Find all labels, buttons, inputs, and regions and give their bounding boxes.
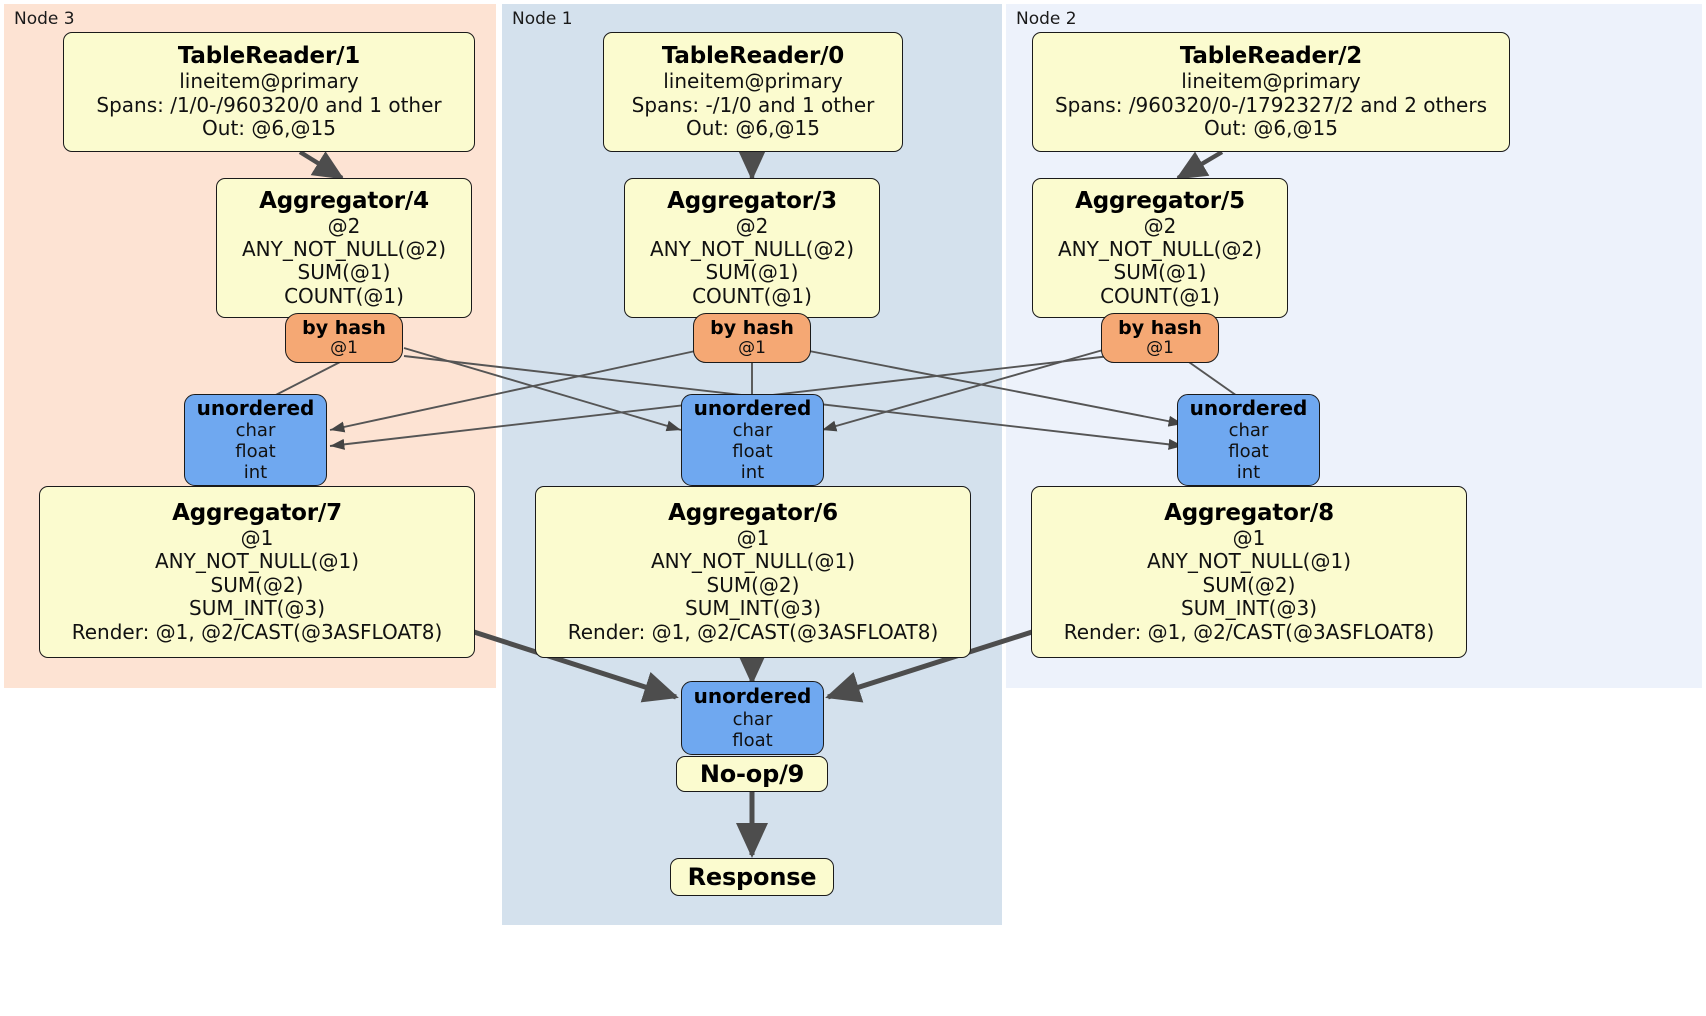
- aggregator-7-group: @1: [240, 525, 274, 550]
- tablereader-1-source: lineitem@primary: [179, 69, 359, 94]
- stream-unordered-right-type-3: int: [1236, 462, 1261, 484]
- processor-tablereader-0[interactable]: TableReader/0 lineitem@primary Spans: -/…: [603, 32, 903, 152]
- tablereader-0-out: Out: @6,@15: [686, 116, 820, 141]
- stream-unordered-center-title: unordered: [693, 395, 812, 420]
- tablereader-1-title: TableReader/1: [177, 43, 361, 70]
- processor-tablereader-2[interactable]: TableReader/2 lineitem@primary Spans: /9…: [1032, 32, 1510, 152]
- stream-unordered-left-type-2: float: [235, 441, 276, 463]
- processor-aggregator-5[interactable]: Aggregator/5 @2 ANY_NOT_NULL(@2) SUM(@1)…: [1032, 178, 1288, 318]
- aggregator-8-func-3: SUM_INT(@3): [1181, 596, 1317, 621]
- stream-unordered-right-title: unordered: [1189, 395, 1308, 420]
- noop-9-title: No-op/9: [699, 759, 805, 788]
- router-by-hash-left-title: by hash: [302, 316, 386, 339]
- stream-unordered-center-type-3: int: [740, 462, 765, 484]
- stream-unordered-center[interactable]: unordered char float int: [681, 394, 824, 486]
- aggregator-3-group: @2: [735, 213, 769, 238]
- router-by-hash-center[interactable]: by hash @1: [693, 313, 811, 363]
- router-by-hash-left-column: @1: [330, 338, 358, 359]
- aggregator-7-func-3: SUM_INT(@3): [189, 596, 325, 621]
- region-node-2-label: Node 2: [1016, 9, 1077, 29]
- stream-unordered-left[interactable]: unordered char float int: [184, 394, 327, 486]
- stream-unordered-final-type-2: float: [732, 729, 773, 751]
- aggregator-8-render: Render: @1, @2/CAST(@3ASFLOAT8): [1063, 619, 1435, 644]
- aggregator-8-group: @1: [1232, 525, 1266, 550]
- region-node-1-label: Node 1: [512, 9, 573, 29]
- aggregator-8-func-2: SUM(@2): [1202, 572, 1296, 597]
- aggregator-3-func-3: COUNT(@1): [692, 283, 812, 308]
- stream-unordered-right-type-2: float: [1228, 441, 1269, 463]
- processor-aggregator-8[interactable]: Aggregator/8 @1 ANY_NOT_NULL(@1) SUM(@2)…: [1031, 486, 1467, 658]
- tablereader-0-spans: Spans: -/1/0 and 1 other: [631, 92, 875, 117]
- router-by-hash-center-title: by hash: [710, 316, 794, 339]
- aggregator-6-func-2: SUM(@2): [706, 572, 800, 597]
- processor-response[interactable]: Response: [670, 858, 834, 896]
- stream-unordered-center-type-1: char: [732, 420, 773, 442]
- aggregator-6-func-3: SUM_INT(@3): [685, 596, 821, 621]
- aggregator-5-group: @2: [1143, 213, 1177, 238]
- aggregator-3-func-1: ANY_NOT_NULL(@2): [650, 237, 854, 262]
- aggregator-4-title: Aggregator/4: [259, 187, 429, 214]
- tablereader-2-out: Out: @6,@15: [1204, 116, 1338, 141]
- processor-aggregator-6[interactable]: Aggregator/6 @1 ANY_NOT_NULL(@1) SUM(@2)…: [535, 486, 971, 658]
- stream-unordered-final[interactable]: unordered char float: [681, 681, 824, 755]
- aggregator-4-func-3: COUNT(@1): [284, 283, 404, 308]
- stream-unordered-final-title: unordered: [693, 684, 812, 709]
- aggregator-8-func-1: ANY_NOT_NULL(@1): [1147, 549, 1351, 574]
- aggregator-6-func-1: ANY_NOT_NULL(@1): [651, 549, 855, 574]
- aggregator-3-func-2: SUM(@1): [705, 260, 799, 285]
- aggregator-6-title: Aggregator/6: [668, 500, 838, 527]
- aggregator-7-title: Aggregator/7: [172, 500, 342, 527]
- tablereader-1-spans: Spans: /1/0-/960320/0 and 1 other: [96, 92, 442, 117]
- tablereader-0-source: lineitem@primary: [663, 69, 843, 94]
- processor-tablereader-1[interactable]: TableReader/1 lineitem@primary Spans: /1…: [63, 32, 475, 152]
- router-by-hash-center-column: @1: [738, 338, 766, 359]
- router-by-hash-right-column: @1: [1146, 338, 1174, 359]
- processor-aggregator-4[interactable]: Aggregator/4 @2 ANY_NOT_NULL(@2) SUM(@1)…: [216, 178, 472, 318]
- aggregator-5-title: Aggregator/5: [1075, 187, 1245, 214]
- router-by-hash-right[interactable]: by hash @1: [1101, 313, 1219, 363]
- aggregator-8-title: Aggregator/8: [1164, 500, 1334, 527]
- router-by-hash-left[interactable]: by hash @1: [285, 313, 403, 363]
- stream-unordered-right-type-1: char: [1228, 420, 1269, 442]
- stream-unordered-left-title: unordered: [196, 395, 315, 420]
- response-title: Response: [687, 862, 817, 891]
- aggregator-6-render: Render: @1, @2/CAST(@3ASFLOAT8): [567, 619, 939, 644]
- processor-aggregator-3[interactable]: Aggregator/3 @2 ANY_NOT_NULL(@2) SUM(@1)…: [624, 178, 880, 318]
- aggregator-5-func-1: ANY_NOT_NULL(@2): [1058, 237, 1262, 262]
- processor-aggregator-7[interactable]: Aggregator/7 @1 ANY_NOT_NULL(@1) SUM(@2)…: [39, 486, 475, 658]
- aggregator-6-group: @1: [736, 525, 770, 550]
- tablereader-2-title: TableReader/2: [1179, 43, 1363, 70]
- aggregator-7-render: Render: @1, @2/CAST(@3ASFLOAT8): [71, 619, 443, 644]
- stream-unordered-left-type-3: int: [243, 462, 268, 484]
- aggregator-4-group: @2: [327, 213, 361, 238]
- aggregator-7-func-2: SUM(@2): [210, 572, 304, 597]
- router-by-hash-right-title: by hash: [1118, 316, 1202, 339]
- stream-unordered-left-type-1: char: [235, 420, 276, 442]
- aggregator-3-title: Aggregator/3: [667, 187, 837, 214]
- tablereader-2-source: lineitem@primary: [1181, 69, 1361, 94]
- region-node-3-label: Node 3: [14, 9, 75, 29]
- aggregator-4-func-2: SUM(@1): [297, 260, 391, 285]
- tablereader-1-out: Out: @6,@15: [202, 116, 336, 141]
- aggregator-5-func-2: SUM(@1): [1113, 260, 1207, 285]
- stream-unordered-right[interactable]: unordered char float int: [1177, 394, 1320, 486]
- aggregator-7-func-1: ANY_NOT_NULL(@1): [155, 549, 359, 574]
- aggregator-5-func-3: COUNT(@1): [1100, 283, 1220, 308]
- aggregator-4-func-1: ANY_NOT_NULL(@2): [242, 237, 446, 262]
- stream-unordered-center-type-2: float: [732, 441, 773, 463]
- stream-unordered-final-type-1: char: [732, 708, 773, 730]
- tablereader-2-spans: Spans: /960320/0-/1792327/2 and 2 others: [1054, 92, 1487, 117]
- tablereader-0-title: TableReader/0: [661, 43, 845, 70]
- processor-noop-9[interactable]: No-op/9: [676, 756, 828, 792]
